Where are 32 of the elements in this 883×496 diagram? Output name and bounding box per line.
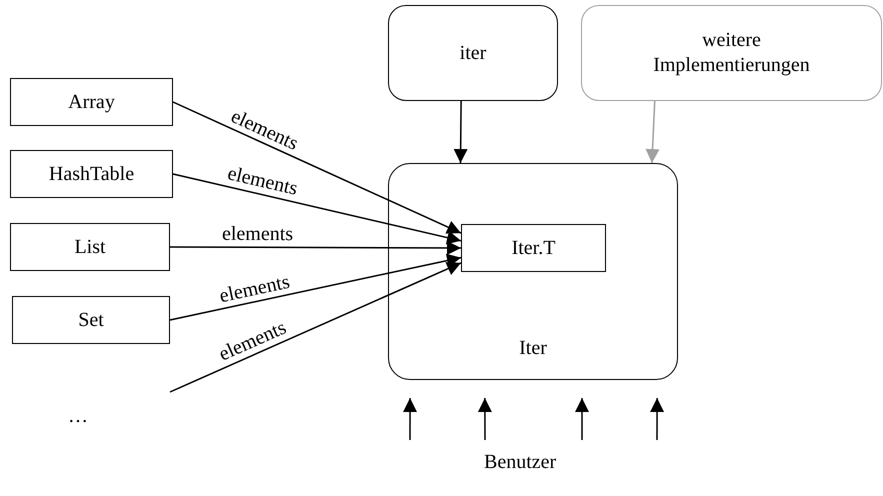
class-box — [12, 296, 170, 344]
arrow — [478, 398, 492, 440]
module-box — [388, 163, 678, 380]
arrow — [646, 100, 660, 164]
arrow — [170, 240, 461, 255]
edge-label: elements — [216, 271, 292, 306]
arrow — [170, 262, 462, 393]
node-label: Iter — [519, 336, 547, 361]
edge-label: elements — [224, 163, 300, 200]
arrow — [172, 173, 462, 244]
node-label: Set — [78, 308, 104, 332]
class-box — [10, 150, 173, 198]
ellipsis-label: … — [68, 405, 88, 428]
node-label: HashTable — [48, 162, 134, 186]
edge-label: elements — [220, 224, 294, 244]
node-label: iter — [460, 40, 486, 66]
class-box — [10, 223, 170, 271]
arrow — [454, 101, 468, 163]
arrow — [172, 101, 462, 234]
user-label: Benutzer — [484, 451, 556, 474]
arrow — [575, 398, 589, 440]
class-box — [10, 78, 173, 126]
module-box — [388, 5, 558, 101]
node-label: weitere Implementierungen — [652, 28, 811, 78]
arrow — [403, 398, 418, 440]
note-box — [581, 5, 882, 101]
node-label: Iter.T — [512, 236, 556, 260]
arrow — [650, 398, 664, 440]
node-label: List — [74, 234, 106, 260]
type-box — [461, 224, 606, 272]
node-label: Array — [68, 90, 115, 114]
arrow — [170, 254, 462, 321]
